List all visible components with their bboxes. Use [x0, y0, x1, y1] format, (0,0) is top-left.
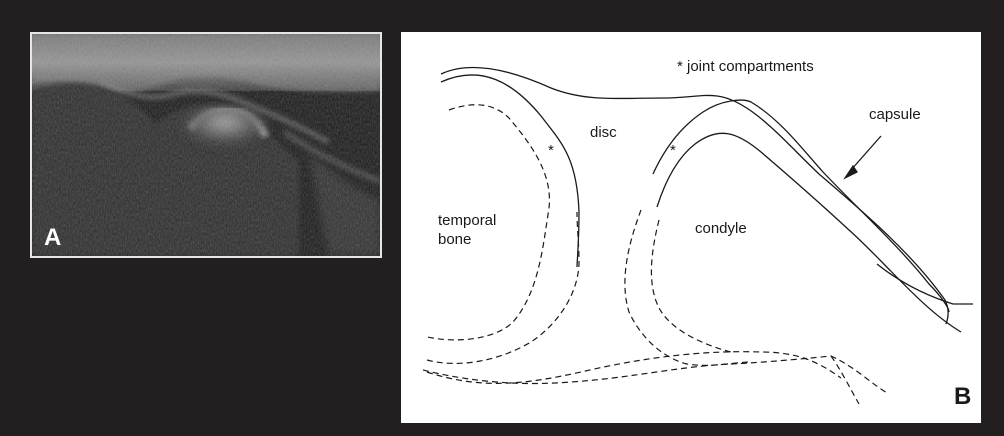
panel-b-diagram: * joint compartments disc capsule tempor… — [401, 32, 981, 423]
mandible-ramus-dashed — [831, 356, 859, 404]
mandible-bottom-dashed — [423, 356, 889, 394]
label-capsule: capsule — [869, 106, 921, 125]
label-temporal-bone: temporal bone — [438, 212, 508, 250]
panel-label-a: A — [44, 226, 61, 250]
condyle-dashed-inner — [651, 220, 731, 352]
legend-joint-compartments: * joint compartments — [677, 58, 814, 77]
label-disc: disc — [590, 124, 617, 143]
ultrasound-image — [32, 34, 380, 256]
asterisk-marker-upper-compartment: * — [548, 142, 554, 161]
label-condyle: condyle — [695, 220, 747, 239]
mandible-lower-dashed — [427, 352, 841, 384]
capsule-arrow — [845, 136, 881, 178]
panel-a-ultrasound: A — [30, 32, 382, 258]
capsule-lower-line — [877, 264, 973, 304]
disc-posterior-line — [653, 100, 949, 312]
asterisk-marker-lower-compartment: * — [670, 142, 676, 161]
panel-label-b: B — [954, 385, 971, 409]
